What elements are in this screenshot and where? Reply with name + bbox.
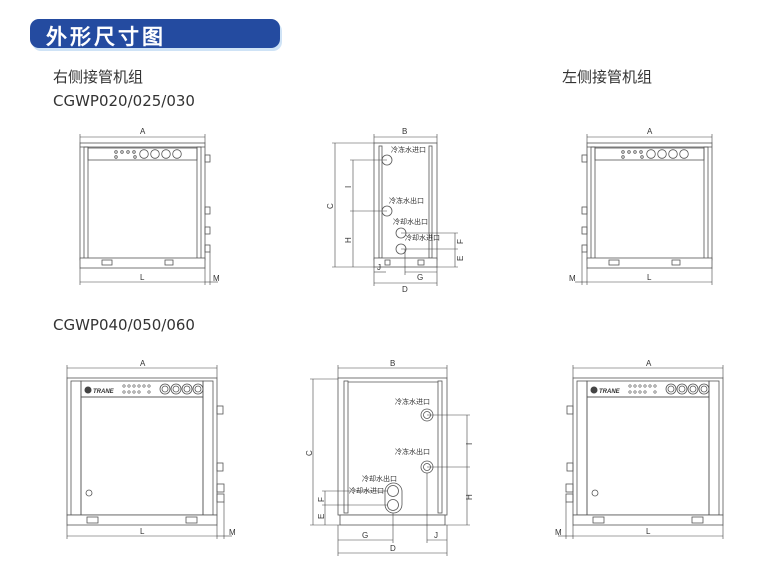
label-chilled-out: 冷冻水出口 <box>389 196 424 205</box>
right-pipe-label: 右侧接管机组 <box>53 68 144 86</box>
dim-g: G <box>417 273 423 282</box>
dim-j: J <box>434 531 438 540</box>
drawing-small-front-right: A L M <box>79 127 220 285</box>
section-header: 外形尺寸图 <box>30 19 280 49</box>
label-chilled-in: 冷冻水进口 <box>391 145 426 154</box>
dim-m: M <box>229 528 236 537</box>
trane-logo: TRANE <box>93 389 115 395</box>
dim-c: C <box>326 203 335 209</box>
label-cooling-in: 冷却水进口 <box>349 486 384 495</box>
model-small-label: CGWP020/025/030 <box>53 92 195 110</box>
dim-i: I <box>344 186 353 188</box>
drawing-small-front-left: A L M <box>569 127 713 285</box>
dim-l: L <box>140 527 145 536</box>
dim-c: C <box>305 450 314 456</box>
model-large-label: CGWP040/050/060 <box>53 316 195 334</box>
label-cooling-out: 冷却水出口 <box>393 217 428 226</box>
section-title: 外形尺寸图 <box>46 25 166 49</box>
dim-d: D <box>390 544 396 553</box>
drawing-small-side: 冷冻水进口 冷冻水出口 冷却水出口 冷却水进口 B C I H F E J G … <box>326 127 465 294</box>
dim-i: I <box>465 443 474 445</box>
label-chilled-out: 冷冻水出口 <box>395 447 430 456</box>
dim-e: E <box>317 514 326 519</box>
dim-a: A <box>140 359 146 368</box>
dim-g: G <box>362 531 368 540</box>
dim-l: L <box>647 273 652 282</box>
dim-h: H <box>344 237 353 243</box>
label-cooling-out: 冷却水出口 <box>362 474 397 483</box>
left-pipe-label: 左侧接管机组 <box>562 68 653 86</box>
dim-h: H <box>465 494 474 500</box>
label-cooling-in: 冷却水进口 <box>405 233 440 242</box>
dim-a: A <box>647 127 653 136</box>
dim-d: D <box>402 285 408 294</box>
dim-b: B <box>390 359 395 368</box>
dim-l: L <box>646 527 651 536</box>
dim-m: M <box>555 528 562 537</box>
dim-a: A <box>646 359 652 368</box>
dim-a: A <box>140 127 146 136</box>
dim-m: M <box>569 274 576 283</box>
dim-e: E <box>456 256 465 261</box>
trane-logo: TRANE <box>599 389 621 395</box>
dim-l: L <box>140 273 145 282</box>
dim-f: F <box>317 497 326 502</box>
dim-b: B <box>402 127 407 136</box>
drawing-large-side: 冷冻水进口 冷冻水出口 冷却水出口 冷却水进口 B C I H F E G J … <box>305 359 474 556</box>
drawing-large-front-right: TRANE A L M <box>66 359 236 539</box>
dim-j: J <box>377 263 381 272</box>
drawing-large-front-left: TRANE A L M <box>555 359 724 539</box>
dim-m: M <box>213 274 220 283</box>
dim-f: F <box>456 239 465 244</box>
label-chilled-in: 冷冻水进口 <box>395 397 430 406</box>
